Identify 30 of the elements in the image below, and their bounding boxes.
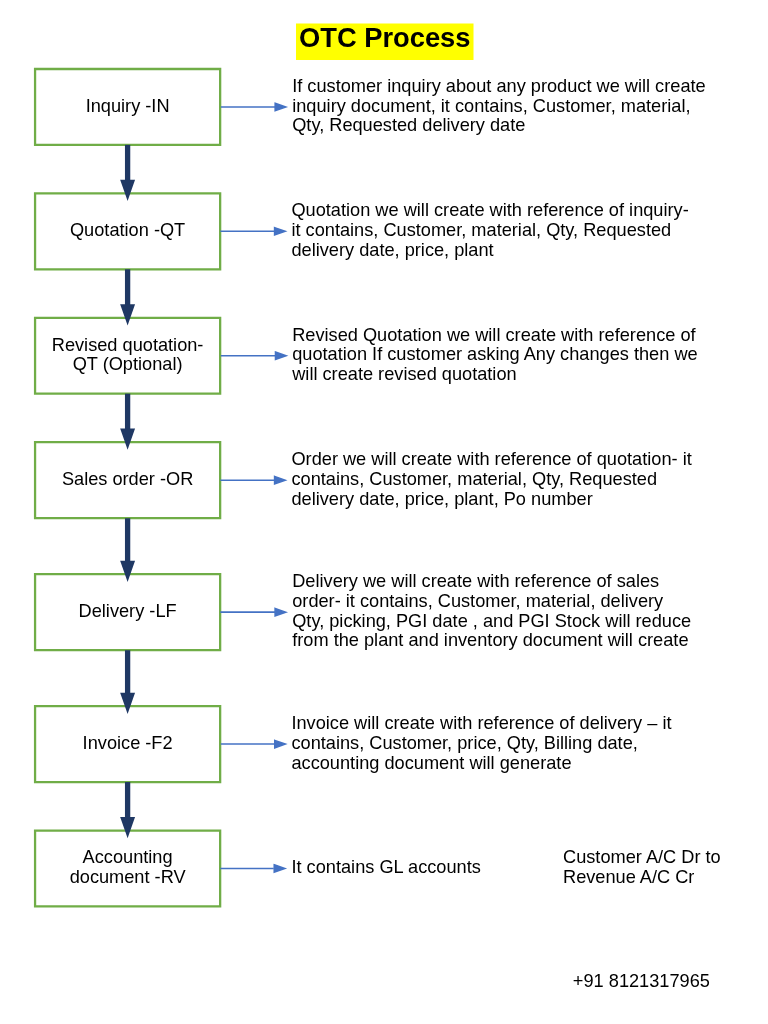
arrow [219,475,288,485]
node-box: Sales order -OR [33,441,222,520]
node-text: Order we will create with reference of quotation- it contains, Customer, material, Qty, Requested delivery date, price, plant, Po number [291,449,692,509]
node-text: Revised Quotation we will create with reference of quotation If customer asking Any changes then we will create revised quotation [292,324,698,385]
diagram-title: OTC Process [299,21,471,53]
node-box: Invoice -F2 [33,705,222,784]
node-text: Quotation we will create with reference of inquiry- it contains, Customer, material, Qty, Requested delivery date, price, plant [291,200,689,260]
arrow [120,518,136,582]
arrow [220,102,289,112]
arrow [120,782,136,839]
node-box: Delivery -LF [33,573,222,652]
arrow [220,350,289,361]
arrow [220,739,288,749]
label: +91 8121317965 [572,971,710,991]
node-text: Invoice will create with reference of delivery – it contains, Customer, price, Qty, Billing date, accounting document will generate [291,713,672,773]
arrow [120,650,136,714]
node-box: Accounting document -RV [33,829,222,908]
label: Customer A/C Dr to Revenue A/C Cr [563,847,721,888]
node-box: Quotation -QT [33,192,222,271]
arrow [120,144,136,202]
arrow [219,607,288,617]
arrow [120,269,136,326]
node-box: Revised quotation-QT (Optional) [33,316,222,395]
arrow [120,393,136,450]
node-box: Inquiry -IN [33,67,222,146]
node-text: It contains GL accounts [291,857,481,878]
arrow [219,226,288,237]
arrow [219,863,288,874]
node-text: Delivery we will create with reference of sales order- it contains, Customer, material, delivery Qty, picking, PGI date , and PGI Stock will reduce from the plant and inventory document will create [292,571,692,651]
node-text: If customer inquiry about any product we will create inquiry document, it contains, Customer, material, Qty, Requested delivery date [292,75,706,136]
